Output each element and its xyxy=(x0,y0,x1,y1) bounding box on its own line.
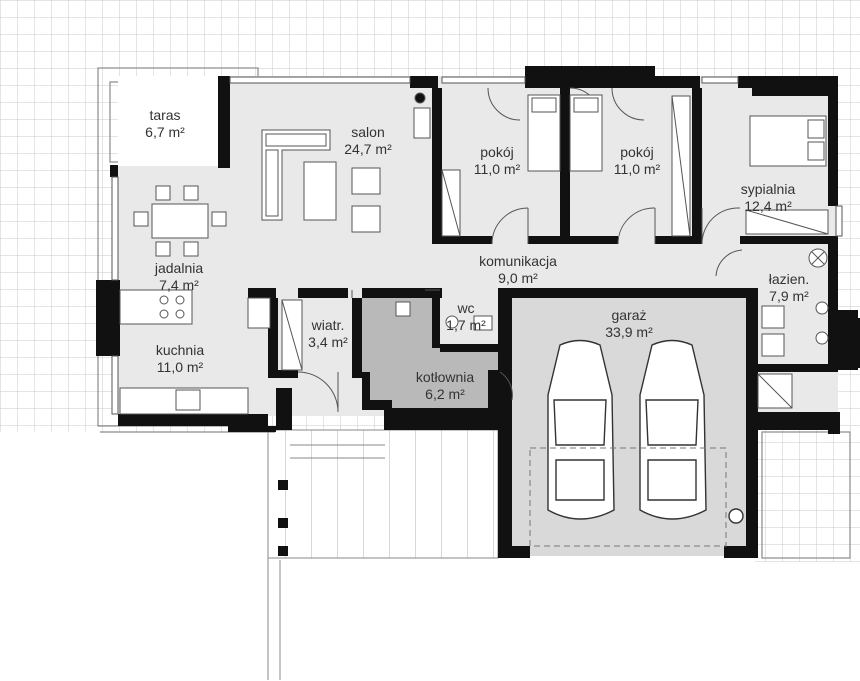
room-label-wc: wc 1,7 m² xyxy=(438,300,494,334)
room-name: komunikacja xyxy=(479,253,557,269)
room-name: pokój xyxy=(620,144,654,160)
room-label-komunikacja: komunikacja 9,0 m² xyxy=(458,253,578,287)
room-label-kotlownia: kotłownia 6,2 m² xyxy=(400,369,490,403)
room-area: 24,7 m² xyxy=(344,141,392,157)
room-name: salon xyxy=(351,124,385,140)
walls xyxy=(96,66,860,558)
room-area: 11,0 m² xyxy=(473,161,521,177)
room-label-garaz: garaż 33,9 m² xyxy=(579,307,679,341)
room-label-wiatrolap: wiatr. 3,4 m² xyxy=(294,317,362,351)
room-name: wiatr. xyxy=(311,317,345,333)
room-area: 3,4 m² xyxy=(308,334,348,350)
room-name: jadalnia xyxy=(154,260,204,276)
room-label-lazienka: łazien. 7,9 m² xyxy=(749,271,829,305)
room-area: 12,4 m² xyxy=(744,198,792,214)
room-area: 11,0 m² xyxy=(156,359,204,375)
room-area: 6,7 m² xyxy=(145,124,185,140)
room-label-sypialnia: sypialnia 12,4 m² xyxy=(718,181,818,215)
room-name: łazien. xyxy=(768,271,810,287)
room-label-salon: salon 24,7 m² xyxy=(318,124,418,158)
room-name: kuchnia xyxy=(155,342,205,358)
room-area: 7,9 m² xyxy=(769,288,809,304)
room-name: kotłownia xyxy=(415,369,475,385)
room-area: 6,2 m² xyxy=(425,386,465,402)
room-label-taras: taras 6,7 m² xyxy=(115,107,215,141)
entrance-steps xyxy=(267,429,499,680)
room-area: 9,0 m² xyxy=(498,270,538,286)
room-name: sypialnia xyxy=(740,181,796,197)
room-area: 1,7 m² xyxy=(446,317,486,333)
room-name: garaż xyxy=(611,307,647,323)
room-name: taras xyxy=(149,107,181,123)
room-label-kuchnia: kuchnia 11,0 m² xyxy=(130,342,230,376)
room-label-pokoj-2: pokój 11,0 m² xyxy=(587,144,687,178)
furniture xyxy=(119,92,829,415)
garage-cars xyxy=(529,339,744,547)
room-label-pokoj-1: pokój 11,0 m² xyxy=(447,144,547,178)
room-name: pokój xyxy=(480,144,514,160)
room-name: wc xyxy=(457,300,475,316)
room-area: 7,4 m² xyxy=(159,277,199,293)
windows xyxy=(111,76,843,415)
room-area: 33,9 m² xyxy=(605,324,653,340)
room-area: 11,0 m² xyxy=(613,161,661,177)
room-label-jadalnia: jadalnia 7,4 m² xyxy=(129,260,229,294)
